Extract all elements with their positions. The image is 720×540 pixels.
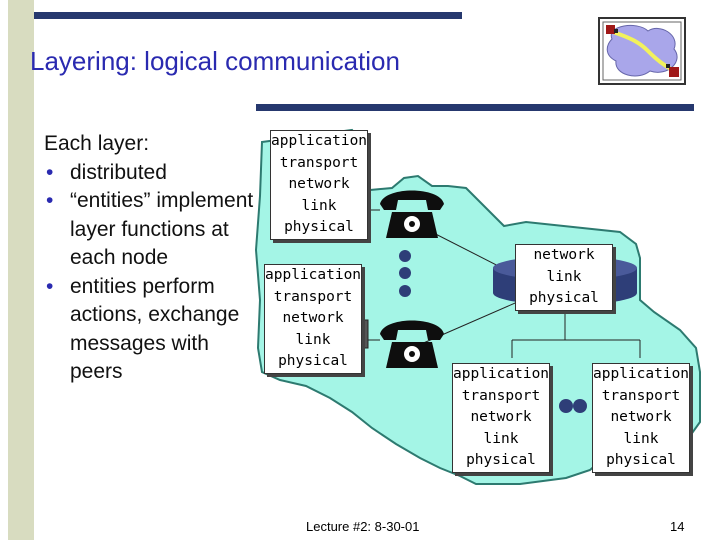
- layer-application: application: [593, 366, 690, 382]
- protocol-stack-host-mid: application transport network link physi…: [264, 264, 362, 374]
- lecture-footer: Lecture #2: 8-30-01: [306, 519, 420, 534]
- bullet-list: Each layer: distributed “entities” imple…: [44, 130, 259, 387]
- bullet-item: “entities” implement layer functions at …: [44, 187, 259, 273]
- connector-dots: [399, 250, 587, 413]
- layer-link: link: [623, 430, 659, 447]
- layer-transport: transport: [279, 154, 359, 171]
- top-rule: [34, 12, 462, 19]
- layer-application: application: [265, 267, 362, 283]
- layer-physical: physical: [529, 290, 599, 307]
- page-number: 14: [670, 519, 685, 534]
- layer-link: link: [483, 430, 519, 447]
- protocol-stack-host-bottom-right: application transport network link physi…: [592, 363, 690, 473]
- protocol-stack-host-bottom-left: application transport network link physi…: [452, 363, 550, 473]
- layer-application: application: [271, 133, 368, 149]
- layer-physical: physical: [466, 452, 536, 469]
- layer-physical: physical: [606, 452, 676, 469]
- network-logo-icon: [598, 17, 686, 85]
- layer-link: link: [301, 197, 337, 214]
- layer-network: network: [533, 247, 595, 263]
- layer-network: network: [288, 176, 350, 193]
- layer-physical: physical: [278, 353, 348, 370]
- layer-transport: transport: [273, 288, 353, 305]
- layer-transport: transport: [461, 387, 541, 404]
- bullets-heading: Each layer:: [44, 132, 150, 155]
- telephone-icon: [380, 190, 444, 238]
- layer-network: network: [610, 409, 672, 426]
- layer-transport: transport: [601, 387, 681, 404]
- protocol-stack-router: network link physical: [515, 244, 613, 311]
- left-accent-bar: [8, 0, 34, 540]
- bullet-item: distributed: [44, 159, 259, 188]
- layer-physical: physical: [284, 219, 354, 236]
- layer-link: link: [546, 268, 582, 285]
- telephone-icon: [380, 320, 444, 368]
- layer-link: link: [295, 331, 331, 348]
- bottom-rule: [256, 104, 694, 111]
- layer-network: network: [470, 409, 532, 426]
- protocol-stack-host-top: application transport network link physi…: [270, 130, 368, 240]
- layer-network: network: [282, 310, 344, 327]
- layer-application: application: [453, 366, 550, 382]
- slide-title: Layering: logical communication: [30, 46, 400, 76]
- bullet-item: entities perform actions, exchange messa…: [44, 273, 259, 387]
